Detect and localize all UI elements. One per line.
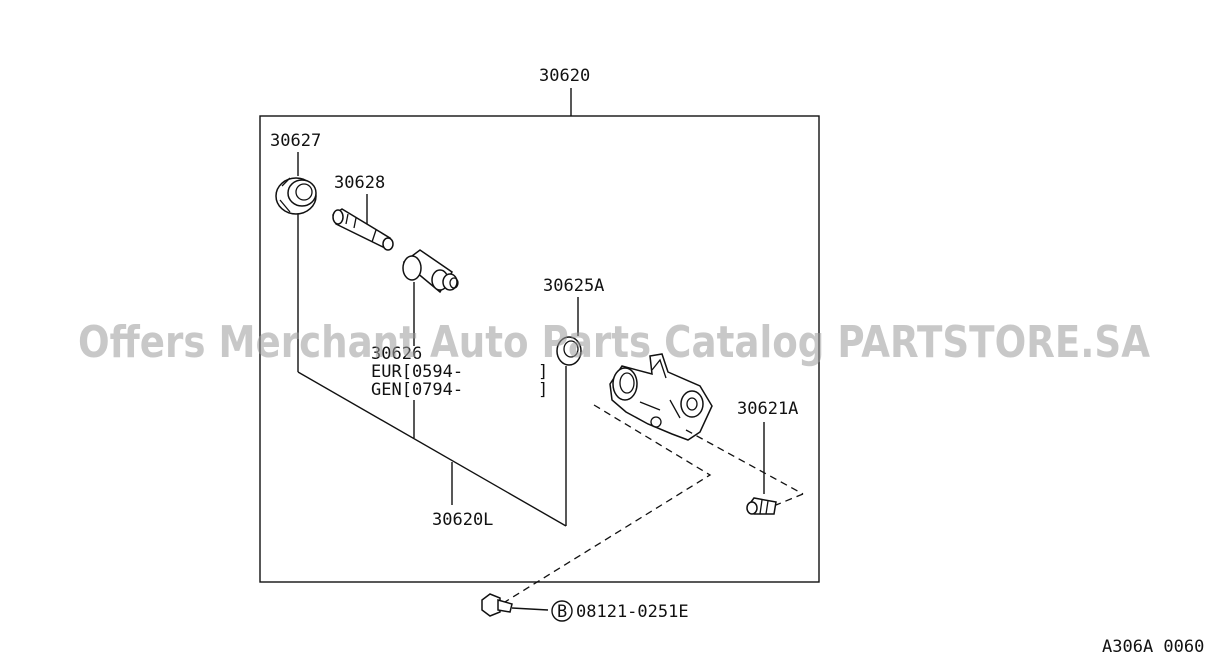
label-30627[interactable]: 30627 [270,131,321,151]
label-30620l[interactable]: 30620L [432,510,493,530]
bleeder-screw-part[interactable] [746,497,777,515]
assembly-frame [259,115,820,583]
label-30628[interactable]: 30628 [334,173,385,193]
mount-dashed-line [499,404,712,606]
bracket-close-gen: ] [538,380,548,400]
bolt-marker: B [557,602,567,622]
bracket-close-eur: ] [538,362,548,382]
kit-leader-diagonal [297,371,567,527]
dust-boot-part[interactable] [275,177,317,215]
label-30625a[interactable]: 30625A [543,276,604,296]
label-30621a[interactable]: 30621A [737,399,798,419]
label-bolt[interactable]: 08121-0251E [576,602,689,622]
assembly-label[interactable]: 30620 [539,66,590,86]
push-rod-part[interactable] [332,208,394,251]
bleeder-dashed-return [775,493,804,506]
bolt-leader [511,607,549,611]
bleeder-cap-part[interactable] [556,336,582,366]
bleeder-dashed-line [685,429,804,495]
watermark: Offers Merchant Auto Parts Catalog PARTS… [78,317,1150,368]
label-30626-eur: EUR[0594- [371,362,463,382]
cylinder-body-part[interactable] [609,353,713,441]
bolt-marker-circle [551,600,573,622]
figure-code: A306A 0060 [1102,637,1204,657]
piston-part[interactable] [402,249,459,294]
bolt-part[interactable] [481,593,513,617]
label-30626[interactable]: 30626 [371,344,422,364]
label-30626-gen: GEN[0794- [371,380,463,400]
